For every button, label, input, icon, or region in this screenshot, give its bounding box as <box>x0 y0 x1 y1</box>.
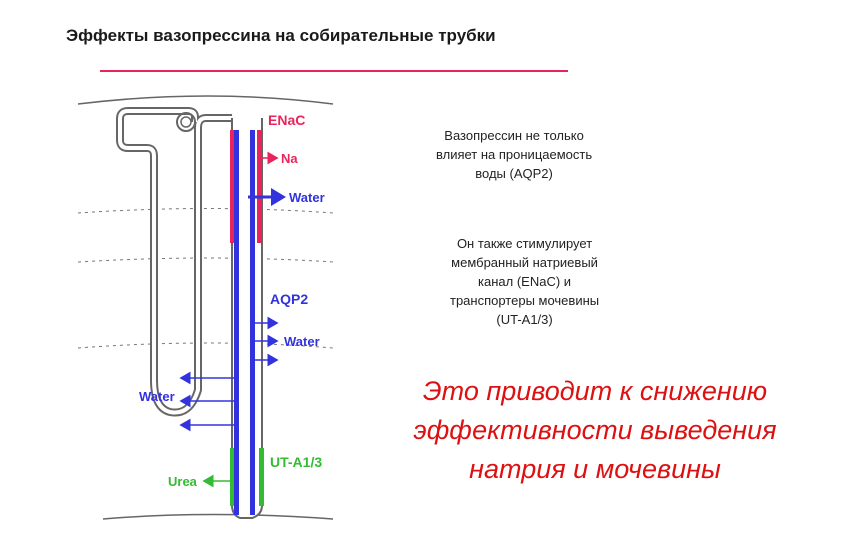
proximal-tubule <box>116 107 232 417</box>
ut-label: UT-A1/3 <box>270 454 322 470</box>
aqp2-channel-right <box>250 130 255 515</box>
ut-band-left <box>230 448 234 506</box>
enac-band-right <box>257 130 262 243</box>
note-enac-ut-line: канал (ENaC) и <box>478 274 572 289</box>
note-aqp2: Вазопрессин не только влияет на проницае… <box>436 126 592 183</box>
note-enac-ut: Он также стимулирует мембранный натриевы… <box>450 234 599 329</box>
conclusion-line: натрия и мочевины <box>469 454 721 484</box>
papilla-bottom-arc <box>102 513 334 520</box>
note-enac-ut-line: (UT-A1/3) <box>496 312 553 327</box>
glomerulus <box>176 112 196 132</box>
urea-label: Urea <box>168 474 198 489</box>
note-aqp2-line: влияет на проницаемость <box>436 147 593 162</box>
conclusion-line: Это приводит к снижению <box>422 376 768 406</box>
note-enac-ut-line: мембранный натриевый <box>451 255 598 270</box>
zone-boundary-1 <box>77 208 334 214</box>
note-aqp2-line: Вазопрессин не только <box>444 128 584 143</box>
aqp2-channel-left <box>234 130 239 515</box>
na-label: Na <box>281 151 298 166</box>
conclusion-line: эффективности выведения <box>413 415 777 445</box>
water-label-mid: Water <box>284 334 320 349</box>
water-label-left: Water <box>139 389 175 404</box>
aqp2-label: AQP2 <box>270 291 308 307</box>
conclusion-text: Это приводит к снижению эффективности вы… <box>370 372 820 489</box>
water-label-top: Water <box>289 190 325 205</box>
cortex-outer-arc <box>77 95 334 105</box>
ut-band-right <box>259 448 264 506</box>
enac-band-left <box>230 130 234 243</box>
zone-boundary-2 <box>77 257 334 263</box>
title-underline <box>100 70 568 72</box>
zone-boundary-3 <box>77 342 334 349</box>
note-aqp2-line: воды (AQP2) <box>475 166 553 181</box>
page-title: Эффекты вазопрессина на собирательные тр… <box>66 26 496 45</box>
note-enac-ut-line: транспортеры мочевины <box>450 293 600 308</box>
note-enac-ut-line: Он также стимулирует <box>456 236 593 251</box>
enac-label: ENaC <box>268 112 305 128</box>
